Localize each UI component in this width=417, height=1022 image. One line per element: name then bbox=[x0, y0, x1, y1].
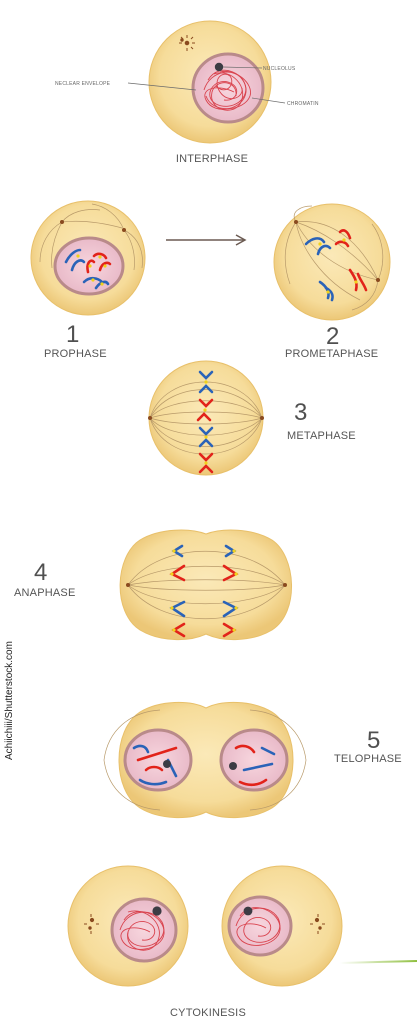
metaphase-label: METAPHASE bbox=[287, 430, 356, 442]
anaphase-number: 4 bbox=[34, 559, 47, 586]
prometaphase-cell bbox=[274, 204, 390, 320]
cytokinesis-label: CYTOKINESIS bbox=[170, 1007, 246, 1019]
cytokinesis-right-cell bbox=[222, 866, 342, 986]
accent-line bbox=[340, 961, 417, 963]
anaphase-cell bbox=[120, 530, 291, 640]
nucleolus bbox=[215, 63, 223, 71]
metaphase-cell bbox=[148, 361, 264, 475]
telophase-label: TELOPHASE bbox=[334, 753, 402, 765]
anaphase-label: ANAPHASE bbox=[14, 587, 76, 599]
prometaphase-number: 2 bbox=[326, 323, 339, 350]
interphase-cell: NUCLEOLUS NECLEAR ENVELOPE CHROMATIN bbox=[55, 21, 319, 143]
telophase-cell bbox=[104, 702, 306, 817]
nuclear-envelope-label: NECLEAR ENVELOPE bbox=[55, 81, 111, 87]
prophase-cell bbox=[31, 201, 145, 315]
interphase-label: INTERPHASE bbox=[176, 153, 248, 165]
nucleolus-label: NUCLEOLUS bbox=[263, 66, 296, 72]
arrow-icon bbox=[166, 235, 245, 245]
telophase-number: 5 bbox=[367, 727, 380, 754]
chromatin-label: CHROMATIN bbox=[287, 101, 319, 107]
prometaphase-label: PROMETAPHASE bbox=[285, 348, 378, 360]
cytokinesis-left-cell bbox=[68, 866, 188, 986]
metaphase-number: 3 bbox=[294, 399, 307, 426]
prophase-label: PROPHASE bbox=[44, 348, 107, 360]
prophase-number: 1 bbox=[66, 321, 79, 348]
